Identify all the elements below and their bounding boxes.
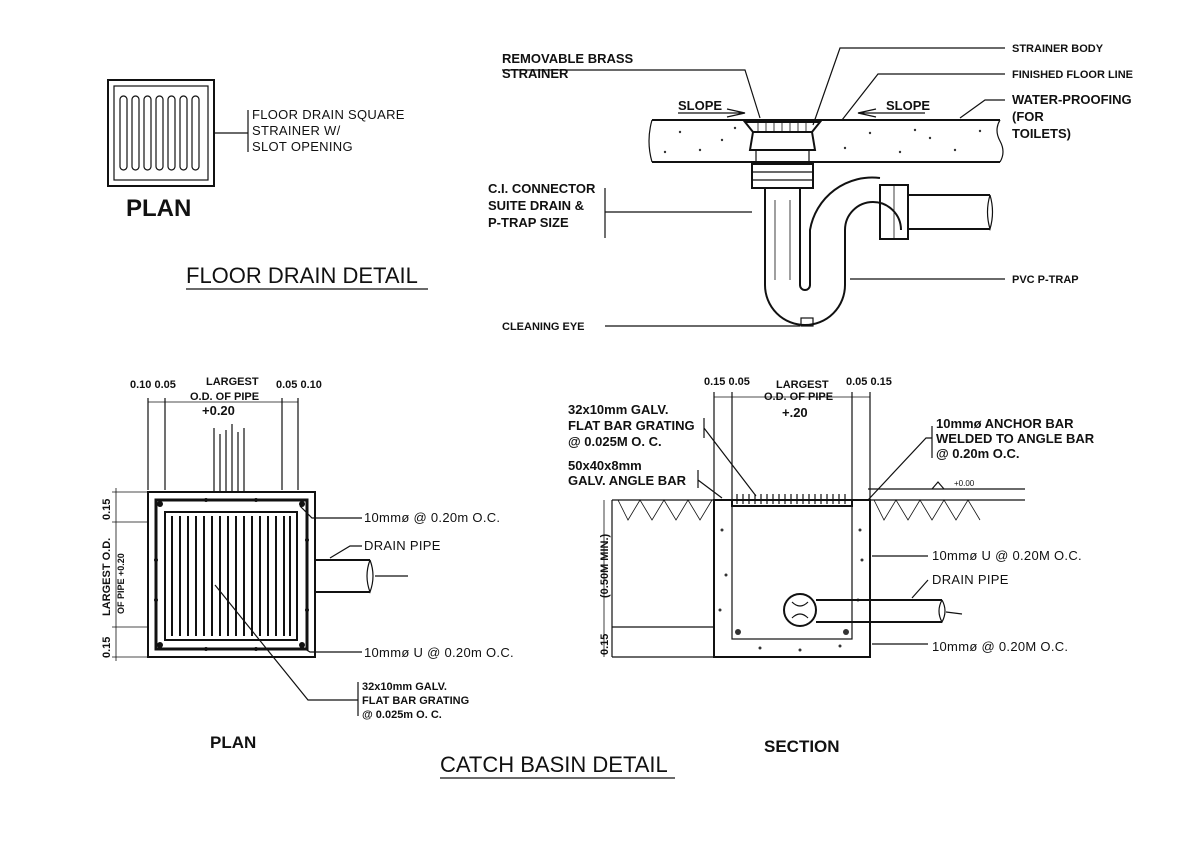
- ci-connector-line-1: C.I. CONNECTOR: [488, 181, 596, 196]
- catch-basin-section: 0.15 0.05 LARGEST O.D. OF PIPE +.20 0.05…: [568, 376, 1095, 756]
- removable-strainer-line-2: STRAINER: [502, 66, 569, 81]
- cb-plan-dim-od: O.D. OF PIPE: [190, 391, 259, 403]
- cb-sec-grating-3: @ 0.025M O. C.: [568, 434, 662, 449]
- cb-sec-dim-left: 0.15 0.05: [704, 376, 750, 388]
- finished-floor-label: FINISHED FLOOR LINE: [1012, 69, 1133, 81]
- cb-plan-side-top: 0.15: [101, 499, 113, 520]
- cb-sec-depth: (0.50M MIN.): [599, 533, 611, 598]
- ci-connector-line-3: P-TRAP SIZE: [488, 215, 569, 230]
- floor-drain-section: REMOVABLE BRASS STRAINER SLOPE SLOPE STR…: [488, 43, 1133, 333]
- cb-section-label: SECTION: [764, 737, 840, 756]
- cb-sec-grating-2: FLAT BAR GRATING: [568, 418, 695, 433]
- cb-plan-label: PLAN: [210, 733, 256, 752]
- floor-drain-plan: FLOOR DRAIN SQUARE STRAINER W/ SLOT OPEN…: [107, 79, 405, 222]
- cb-sec-bar-u: 10mmø U @ 0.20M O.C.: [932, 548, 1082, 563]
- cb-plan-bar-u: 10mmø U @ 0.20m O.C.: [364, 645, 514, 660]
- cb-sec-angle-bar-1: 50x40x8mm: [568, 458, 642, 473]
- cb-plan-grating-2: FLAT BAR GRATING: [362, 695, 469, 707]
- pvc-ptrap-label: PVC P-TRAP: [1012, 274, 1079, 286]
- cb-plan-side-mid2: OF PIPE +0.20: [116, 553, 126, 614]
- cb-plan-bar-top: 10mmø @ 0.20m O.C.: [364, 510, 500, 525]
- plan-note-line-3: SLOT OPENING: [252, 139, 353, 154]
- cb-sec-anchor-3: @ 0.20m O.C.: [936, 446, 1019, 461]
- cb-sec-dim-largest: LARGEST: [776, 379, 829, 391]
- cb-sec-dim-plus: +.20: [782, 405, 808, 420]
- cb-sec-anchor-1: 10mmø ANCHOR BAR: [936, 416, 1074, 431]
- strainer-slots: [119, 95, 200, 171]
- cb-plan-dim-plus: +0.20: [202, 403, 235, 418]
- cb-plan-grating-3: @ 0.025m O. C.: [362, 709, 442, 721]
- waterproofing-line-2: (FOR: [1012, 109, 1044, 124]
- cb-sec-base: 0.15: [599, 634, 611, 655]
- catch-basin-plan: 0.10 0.05 LARGEST O.D. OF PIPE +0.20 0.0…: [101, 376, 514, 752]
- cb-sec-level: +0.00: [954, 479, 975, 488]
- cb-plan-side-mid: LARGEST O.D.: [101, 538, 113, 616]
- catch-basin-title: CATCH BASIN DETAIL: [440, 752, 668, 777]
- cb-sec-dim-od: O.D. OF PIPE: [764, 391, 833, 403]
- ci-connector-line-2: SUITE DRAIN &: [488, 198, 584, 213]
- removable-strainer-line-1: REMOVABLE BRASS: [502, 51, 634, 66]
- cleaning-eye-label: CLEANING EYE: [502, 321, 585, 333]
- waterproofing-line-3: TOILETS): [1012, 126, 1071, 141]
- plan-note-line-1: FLOOR DRAIN SQUARE: [252, 107, 405, 122]
- slope-right-label: SLOPE: [886, 98, 930, 113]
- strainer-body-label: STRAINER BODY: [1012, 43, 1104, 55]
- cb-sec-angle-bar-2: GALV. ANGLE BAR: [568, 473, 687, 488]
- cb-sec-drain-pipe: DRAIN PIPE: [932, 572, 1009, 587]
- cb-plan-side-bot: 0.15: [101, 637, 113, 658]
- cb-sec-dim-right: 0.05 0.15: [846, 376, 892, 388]
- cb-sec-anchor-2: WELDED TO ANGLE BAR: [936, 431, 1095, 446]
- plan-note-line-2: STRAINER W/: [252, 123, 341, 138]
- cb-plan-dim-left: 0.10 0.05: [130, 379, 176, 391]
- cb-plan-dim-largest: LARGEST: [206, 376, 259, 388]
- cb-plan-grating-1: 32x10mm GALV.: [362, 681, 447, 693]
- waterproofing-line-1: WATER-PROOFING: [1012, 92, 1132, 107]
- cb-plan-dim-right: 0.05 0.10: [276, 379, 322, 391]
- floor-drain-plan-label: PLAN: [126, 195, 191, 222]
- slope-left-label: SLOPE: [678, 98, 722, 113]
- cb-sec-grating-1: 32x10mm GALV.: [568, 402, 668, 417]
- cb-plan-drain-pipe: DRAIN PIPE: [364, 538, 441, 553]
- floor-drain-title: FLOOR DRAIN DETAIL: [186, 263, 418, 288]
- cb-sec-bar-bottom: 10mmø @ 0.20M O.C.: [932, 639, 1068, 654]
